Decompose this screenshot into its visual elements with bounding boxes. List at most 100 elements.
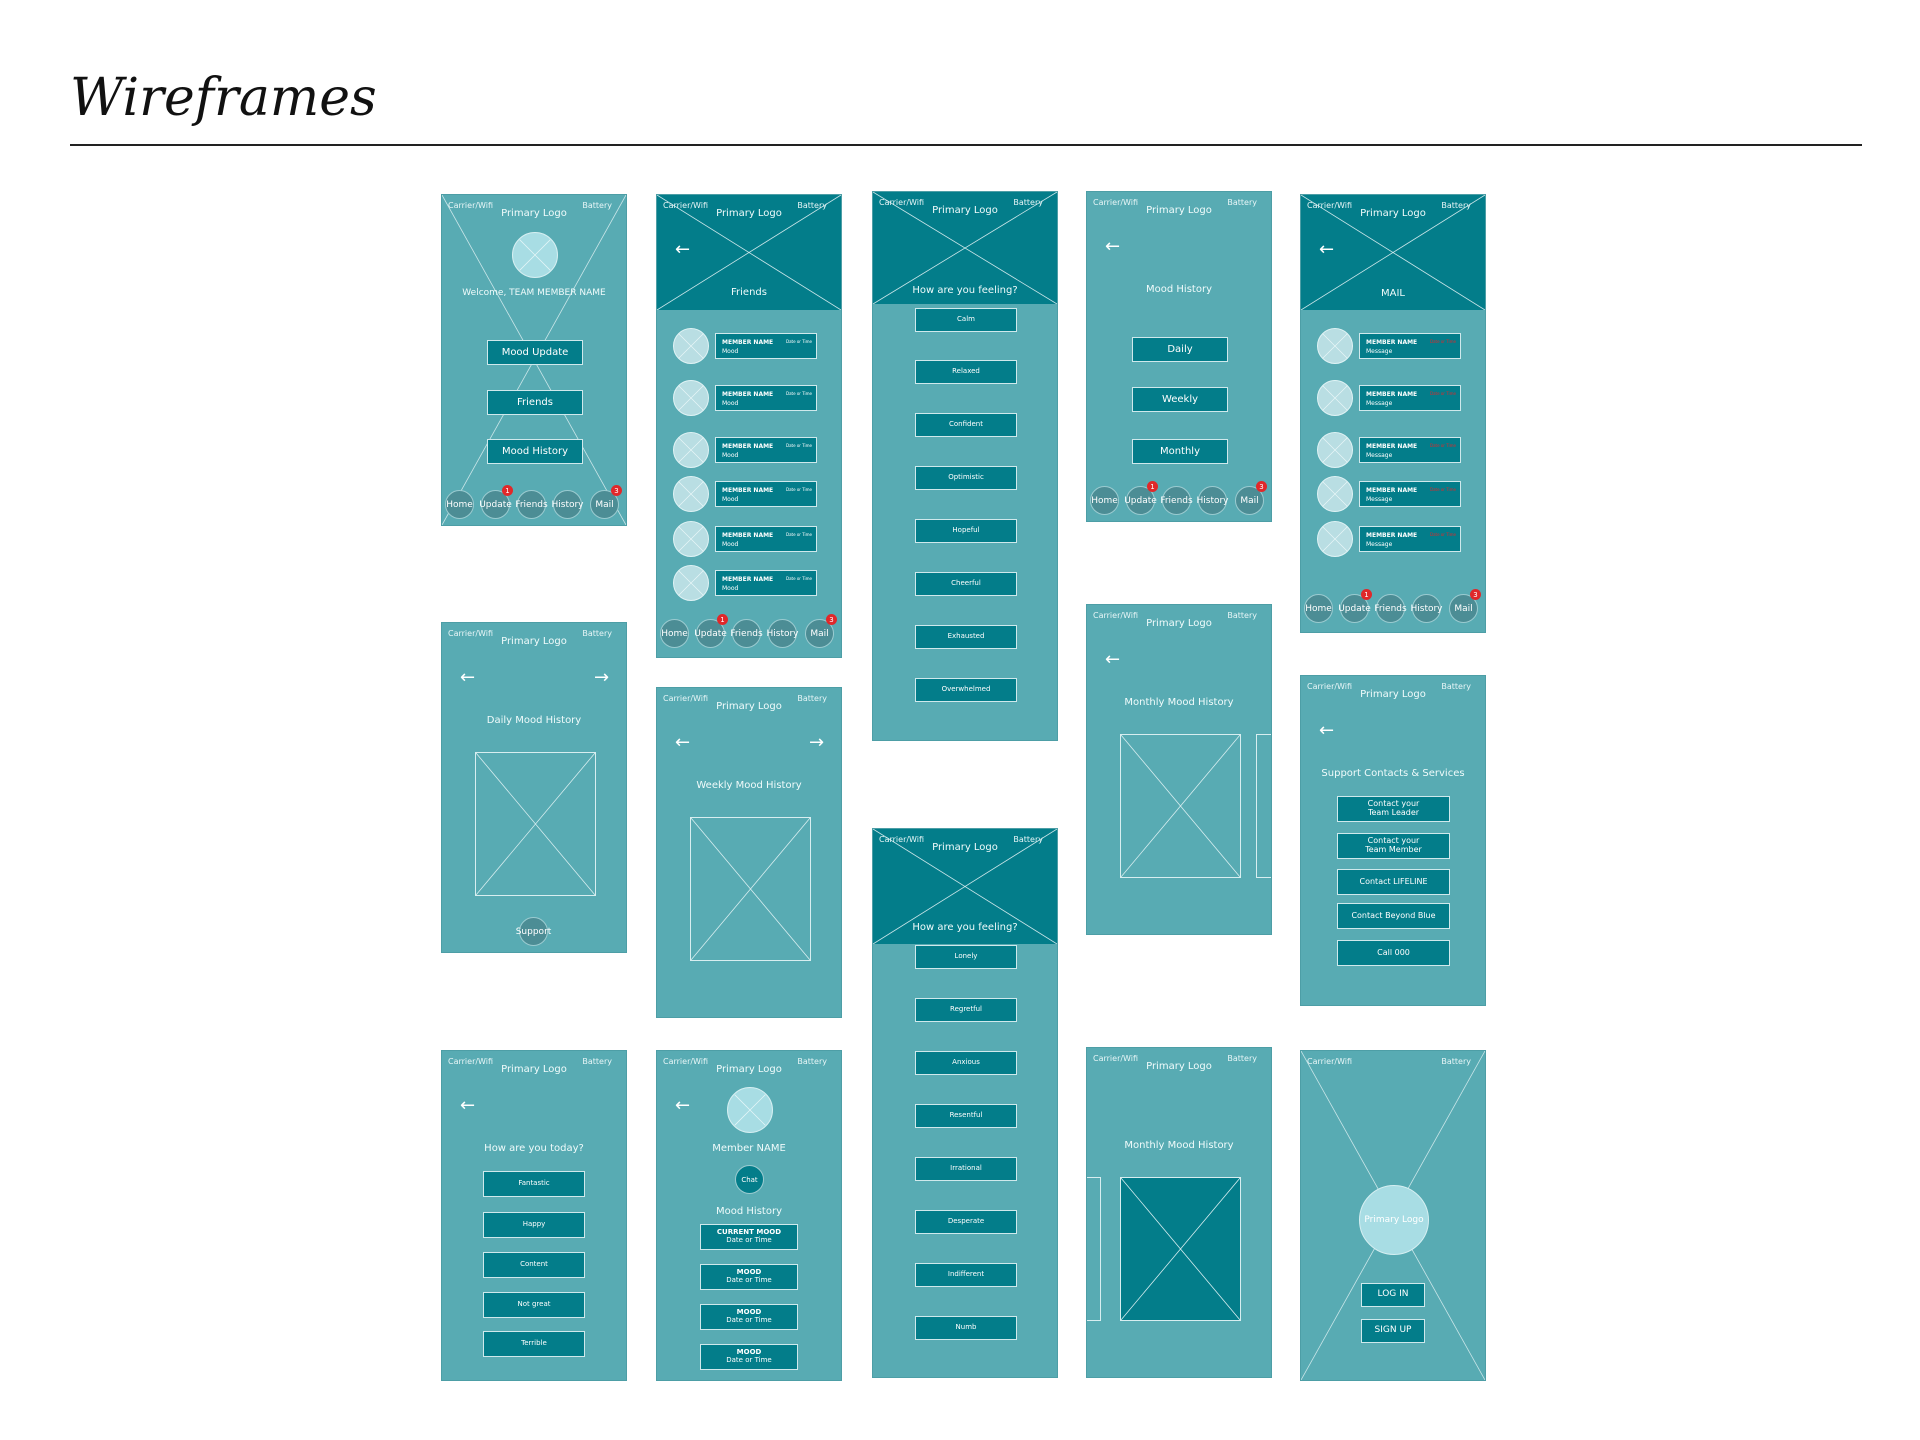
member-name: MEMBER NAME: [722, 339, 774, 346]
mood-option[interactable]: Desperate: [915, 1210, 1017, 1234]
member-name: MEMBER NAME: [1366, 391, 1418, 398]
friend-avatar: [673, 476, 709, 512]
forward-arrow-icon[interactable]: →: [809, 732, 825, 753]
contact-beyond-blue-button[interactable]: Contact Beyond Blue: [1337, 903, 1450, 929]
mood-option[interactable]: Fantastic: [483, 1171, 585, 1197]
nav-home[interactable]: Home: [1304, 594, 1333, 623]
chart-placeholder: [1120, 1177, 1241, 1321]
mood-option[interactable]: Overwhelmed: [915, 678, 1017, 702]
member-mood: Mood: [722, 400, 739, 407]
nav-friends[interactable]: Friends: [1160, 486, 1193, 515]
back-arrow-icon[interactable]: ←: [1319, 239, 1335, 260]
weekly-button[interactable]: Weekly: [1132, 387, 1228, 412]
screen-login: Carrier/Wifi Battery Primary Logo LOG IN…: [1300, 1050, 1486, 1381]
daily-button[interactable]: Daily: [1132, 337, 1228, 362]
nav-history[interactable]: History: [1410, 594, 1443, 623]
mood-option[interactable]: Numb: [915, 1316, 1017, 1340]
signup-button[interactable]: SIGN UP: [1361, 1319, 1425, 1343]
nav-friends[interactable]: Friends: [515, 490, 548, 519]
mood-update-button[interactable]: Mood Update: [487, 340, 583, 365]
mood-option[interactable]: Calm: [915, 308, 1017, 332]
friends-button[interactable]: Friends: [487, 390, 583, 415]
nav-home[interactable]: Home: [660, 619, 689, 648]
mood-option[interactable]: Happy: [483, 1212, 585, 1238]
mood-option[interactable]: Relaxed: [915, 360, 1017, 384]
back-arrow-icon[interactable]: ←: [675, 239, 691, 260]
primary-logo: Primary Logo: [1146, 1061, 1212, 1072]
member-name: MEMBER NAME: [722, 576, 774, 583]
contact-team-leader-button[interactable]: Contact your Team Leader: [1337, 796, 1450, 822]
mood-option[interactable]: Regretful: [915, 998, 1017, 1022]
mood-history-button[interactable]: Mood History: [487, 439, 583, 464]
back-arrow-icon[interactable]: ←: [460, 667, 476, 688]
mood-option[interactable]: Terrible: [483, 1331, 585, 1357]
mood-option[interactable]: Irrational: [915, 1157, 1017, 1181]
mood-option[interactable]: Resentful: [915, 1104, 1017, 1128]
chat-button[interactable]: Chat: [735, 1165, 764, 1194]
mood-option[interactable]: Anxious: [915, 1051, 1017, 1075]
back-arrow-icon[interactable]: ←: [675, 732, 691, 753]
mood-label: MOOD: [736, 1348, 762, 1357]
call-000-button[interactable]: Call 000: [1337, 940, 1450, 966]
nav-mail[interactable]: Mail: [805, 619, 834, 648]
monthly-button[interactable]: Monthly: [1132, 439, 1228, 464]
primary-logo: Primary Logo: [501, 1064, 567, 1075]
back-arrow-icon[interactable]: ←: [1319, 720, 1335, 741]
nav-home[interactable]: Home: [445, 490, 474, 519]
mood-option[interactable]: Content: [483, 1252, 585, 1278]
mood-option[interactable]: Lonely: [915, 945, 1017, 969]
mood-option[interactable]: Optimistic: [915, 466, 1017, 490]
status-carrier: Carrier/Wifi: [663, 201, 709, 210]
mood-option[interactable]: Hopeful: [915, 519, 1017, 543]
member-name: Member NAME: [712, 1143, 786, 1154]
login-button[interactable]: LOG IN: [1361, 1283, 1425, 1307]
back-arrow-icon[interactable]: ←: [460, 1095, 476, 1116]
feeling-title: How are you feeling?: [912, 922, 1018, 933]
forward-arrow-icon[interactable]: →: [594, 667, 610, 688]
nav-history[interactable]: History: [551, 490, 584, 519]
contact-lifeline-button[interactable]: Contact LIFELINE: [1337, 869, 1450, 895]
status-carrier: Carrier/Wifi: [448, 629, 494, 638]
status-carrier: Carrier/Wifi: [1093, 198, 1139, 207]
member-mood: Mood: [722, 541, 739, 548]
support-button[interactable]: Support: [516, 917, 551, 946]
nav-history[interactable]: History: [766, 619, 799, 648]
primary-logo: Primary Logo: [932, 205, 998, 216]
nav-friends[interactable]: Friends: [1374, 594, 1407, 623]
mood-option[interactable]: Cheerful: [915, 572, 1017, 596]
member-date: Date or Time: [786, 391, 812, 396]
nav-home[interactable]: Home: [1090, 486, 1119, 515]
contact-team-member-button[interactable]: Contact your Team Member: [1337, 833, 1450, 859]
mood-option[interactable]: Confident: [915, 413, 1017, 437]
status-carrier: Carrier/Wifi: [663, 694, 709, 703]
nav-friends[interactable]: Friends: [730, 619, 763, 648]
mood-option[interactable]: Exhausted: [915, 625, 1017, 649]
screen-member-profile: Carrier/Wifi Battery Primary Logo ← Memb…: [656, 1050, 842, 1381]
member-name: MEMBER NAME: [722, 443, 774, 450]
nav-history[interactable]: History: [1196, 486, 1229, 515]
mood-option[interactable]: Indifferent: [915, 1263, 1017, 1287]
back-arrow-icon[interactable]: ←: [675, 1095, 691, 1116]
back-arrow-icon[interactable]: ←: [1105, 649, 1121, 670]
nav-mail[interactable]: Mail: [590, 490, 619, 519]
mood-option[interactable]: Not great: [483, 1292, 585, 1318]
member-name: MEMBER NAME: [722, 532, 774, 539]
screen-home: Carrier/Wifi Battery Primary Logo Welcom…: [441, 194, 627, 526]
back-arrow-icon[interactable]: ←: [1105, 236, 1121, 257]
status-battery: Battery: [582, 629, 612, 638]
